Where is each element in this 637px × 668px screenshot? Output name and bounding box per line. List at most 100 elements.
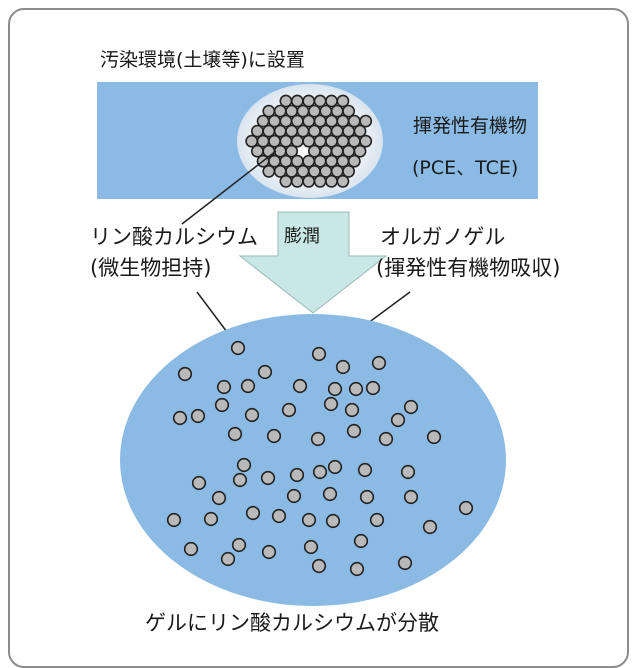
dispersed-particle <box>426 429 442 445</box>
dispersed-particle <box>322 486 338 502</box>
label-calcium-phosphate: リン酸カルシウム <box>90 225 258 249</box>
dispersed-particle <box>177 366 193 382</box>
gel-ellipse <box>120 314 506 606</box>
dispersed-particle <box>349 561 365 577</box>
dispersed-particle <box>292 378 308 394</box>
cluster-particle <box>325 154 338 168</box>
dispersed-particle <box>323 396 339 412</box>
dispersed-particle <box>371 355 387 371</box>
dispersed-particle <box>260 470 276 486</box>
dispersed-particle <box>400 464 416 480</box>
dispersed-particle <box>281 402 297 418</box>
cluster-particle <box>313 154 327 168</box>
dispersed-particle <box>312 464 328 480</box>
label-dispersed-in-gel: ゲルにリン酸カルシウムが分散 <box>145 611 439 635</box>
dispersed-particle <box>232 472 248 488</box>
dispersed-particle <box>301 512 317 528</box>
cluster-particle <box>353 144 367 158</box>
label-organogel: オルガノゲル <box>380 225 506 249</box>
dispersed-particle <box>191 475 207 491</box>
label-volatile-organic: 揮発性有機物 <box>413 115 528 137</box>
dispersed-particle <box>344 402 360 418</box>
cluster-particle <box>342 164 355 178</box>
dispersed-particle <box>310 431 326 447</box>
cluster-particle <box>325 94 338 108</box>
dispersed-particle <box>390 412 406 428</box>
dispersed-particle <box>244 407 260 423</box>
label-microbe-carrying: (微生物担持) <box>90 256 212 280</box>
cluster-particle <box>336 94 350 108</box>
cluster-particle <box>347 154 361 168</box>
dispersed-particle <box>325 513 341 529</box>
cluster-particle <box>290 174 304 188</box>
dispersed-particle <box>378 431 394 447</box>
dispersed-particle <box>348 381 364 397</box>
cluster-particle <box>273 124 287 138</box>
cluster-particle <box>302 94 316 108</box>
cluster-particle <box>268 154 281 168</box>
cluster-particle <box>313 174 327 188</box>
dispersed-particle <box>227 426 243 442</box>
dispersed-particle <box>365 380 381 396</box>
cluster-particle <box>319 124 333 138</box>
dispersed-particle <box>327 381 343 397</box>
dispersed-particle <box>458 500 474 516</box>
cluster-particle <box>342 124 355 138</box>
dispersed-particle <box>240 378 256 394</box>
dispersed-particle <box>286 488 302 504</box>
swelling-arrow <box>238 211 388 314</box>
dispersed-calcium-phosphate-particles <box>166 340 474 577</box>
cluster-particle <box>290 94 304 108</box>
dispersed-particle <box>335 359 351 375</box>
dispersed-particle <box>245 505 261 521</box>
cluster-particle <box>342 104 355 118</box>
dispersed-particle <box>327 459 343 475</box>
cluster-particle <box>307 124 321 138</box>
dispersed-particle <box>311 346 327 362</box>
dispersed-particle <box>214 397 230 413</box>
dispersed-particle <box>211 490 227 506</box>
dispersed-particle <box>271 508 287 524</box>
cluster-particle <box>359 114 373 128</box>
cluster-particle <box>262 164 276 178</box>
dispersed-particle <box>289 467 305 483</box>
dispersed-particle <box>403 399 419 415</box>
dispersed-particle <box>397 555 413 571</box>
dispersed-particle <box>261 544 277 560</box>
cluster-particle <box>336 154 350 168</box>
cluster-particle <box>279 94 293 108</box>
cluster-particle <box>285 144 298 158</box>
label-voc-absorption: (揮発性有機物吸収) <box>376 256 561 280</box>
cluster-particle <box>262 124 276 138</box>
dispersed-particle <box>231 537 247 553</box>
dispersed-particle <box>203 511 219 527</box>
dispersed-particle <box>183 541 199 557</box>
cluster-particle <box>330 124 344 138</box>
cluster-particle <box>285 124 298 138</box>
dispersed-particle <box>403 489 419 505</box>
dispersed-particle <box>357 462 373 478</box>
dispersed-particle <box>353 533 369 549</box>
cluster-particle <box>302 154 316 168</box>
cluster-particle <box>302 174 316 188</box>
dispersed-particle <box>172 410 188 426</box>
dispersed-particle <box>266 428 282 444</box>
dispersed-particle <box>166 512 182 528</box>
dispersed-particle <box>216 379 232 395</box>
dispersed-particle <box>311 558 327 574</box>
dispersed-particle <box>190 408 206 424</box>
dispersed-particle <box>346 423 362 439</box>
cluster-particle <box>296 124 310 138</box>
dispersed-particle <box>369 512 385 528</box>
dispersed-particle <box>236 457 252 473</box>
dispersed-particle <box>220 551 236 567</box>
label-place-in-contaminated-environment: 汚染環境(土壌等)に設置 <box>100 49 305 71</box>
dispersed-particle <box>422 519 438 535</box>
cluster-particle <box>279 154 293 168</box>
cluster-particle <box>353 124 367 138</box>
cluster-particle <box>325 174 338 188</box>
cluster-particle <box>250 124 264 138</box>
label-swelling: 膨潤 <box>284 226 320 247</box>
packed-particle-cluster <box>245 94 373 188</box>
